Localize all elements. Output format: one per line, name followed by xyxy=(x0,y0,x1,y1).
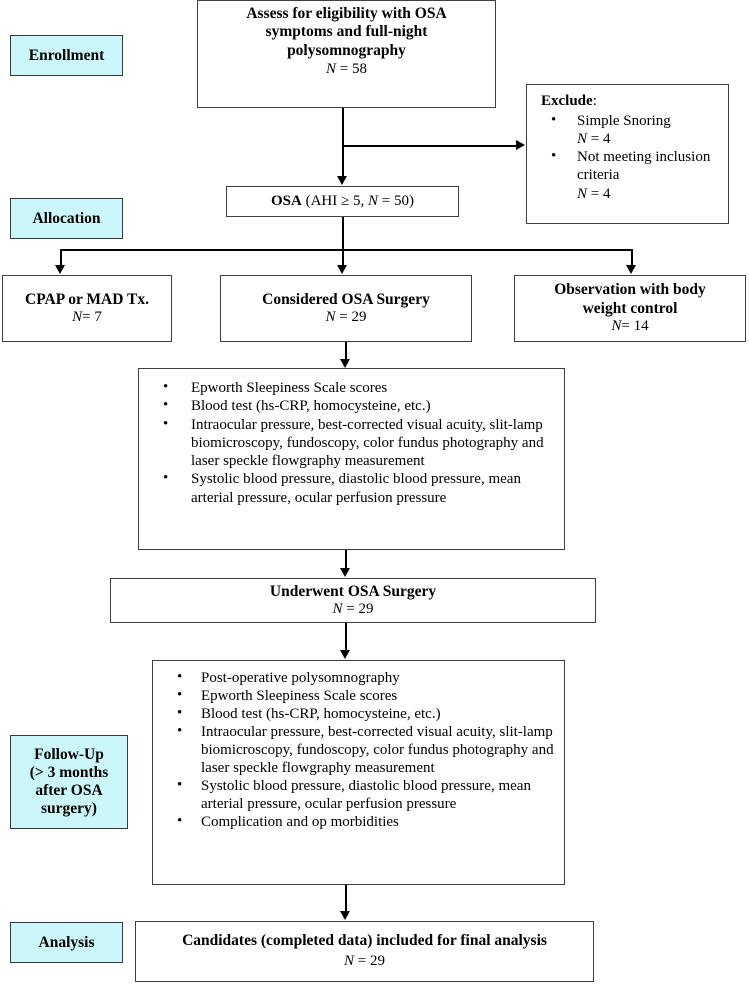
followup-measures-list: Post-operative polysomnography Epworth S… xyxy=(153,668,564,831)
exclude-item-1-n-value: = 4 xyxy=(587,185,611,202)
node-observation-n-symbol: N xyxy=(611,318,622,334)
connector-underwent-to-followup xyxy=(345,623,347,651)
node-underwent-surgery: Underwent OSA Surgery N = 29 xyxy=(110,578,596,623)
arrowhead-assess-to-exclude xyxy=(516,139,525,150)
list-item: Complication and op morbidities xyxy=(153,812,564,831)
node-considered-n: N = 29 xyxy=(326,309,367,327)
arrowhead-bus-to-observation xyxy=(626,265,636,274)
node-final-title: Candidates (completed data) included for… xyxy=(182,932,547,950)
node-final-n: N = 29 xyxy=(344,953,385,971)
node-osa-text: OSA (AHI ≥ 5, N = 50) xyxy=(271,193,414,211)
node-exclude: Exclude: Simple Snoring N = 4 Not meetin… xyxy=(526,84,729,224)
exclude-item-1-n-symbol: N xyxy=(577,185,588,202)
arrowhead-followup-to-final xyxy=(340,911,350,920)
node-final-n-value: = 29 xyxy=(354,953,385,970)
connector-baseline-to-underwent xyxy=(345,550,347,569)
node-final-analysis: Candidates (completed data) included for… xyxy=(135,921,594,982)
arrowhead-considered-to-baseline xyxy=(340,359,350,368)
node-cpap-n-symbol: N xyxy=(72,308,83,325)
list-item: Systolic blood pressure, diastolic blood… xyxy=(139,469,564,507)
node-considered-title: Considered OSA Surgery xyxy=(262,290,430,308)
node-osa-criteria: (AHI ≥ 5, xyxy=(301,192,368,209)
node-assess-n-symbol: N xyxy=(326,60,337,77)
node-considered-surgery: Considered OSA Surgery N = 29 xyxy=(220,275,472,342)
node-assess-eligibility: Assess for eligibility with OSA symptoms… xyxy=(197,0,496,108)
stage-label-followup: Follow-Up (> 3 months after OSA surgery) xyxy=(10,735,128,829)
stage-label-analysis-text: Analysis xyxy=(38,933,95,951)
node-observation-n: N= 14 xyxy=(611,318,648,336)
baseline-measures-list: Epworth Sleepiness Scale scores Blood te… xyxy=(139,378,564,507)
connector-assess-to-exclude xyxy=(343,145,517,147)
list-item: Systolic blood pressure, diastolic blood… xyxy=(153,776,564,813)
exclude-item-1-text: Not meeting inclusion criteria xyxy=(577,149,711,184)
node-osa-label: OSA xyxy=(271,192,302,209)
node-cpap-n: N= 7 xyxy=(72,309,102,327)
node-considered-n-symbol: N xyxy=(325,308,336,325)
list-item: Epworth Sleepiness Scale scores xyxy=(139,378,564,397)
arrowhead-underwent-to-followup xyxy=(340,650,350,659)
node-baseline-measures: Epworth Sleepiness Scale scores Blood te… xyxy=(138,368,565,550)
node-underwent-title: Underwent OSA Surgery xyxy=(269,582,437,600)
connector-followup-to-final xyxy=(345,885,347,912)
node-exclude-title-colon: : xyxy=(592,93,597,109)
list-item: Post-operative polysomnography xyxy=(153,668,564,687)
arrowhead-assess-to-osa xyxy=(337,176,347,185)
arrowhead-bus-to-cpap xyxy=(55,265,65,274)
node-final-n-symbol: N xyxy=(344,953,355,970)
node-cpap-n-value: = 7 xyxy=(82,308,102,325)
list-item: Intraocular pressure, best-corrected vis… xyxy=(139,415,564,471)
list-item: Not meeting inclusion criteria N = 4 xyxy=(527,147,728,203)
node-observation: Observation with body weight control N= … xyxy=(514,275,746,342)
list-item: Blood test (hs-CRP, homocysteine, etc.) xyxy=(139,396,564,415)
node-exclude-title-text: Exclude xyxy=(541,93,593,109)
node-cpap-title: CPAP or MAD Tx. xyxy=(25,290,149,308)
node-underwent-n: N = 29 xyxy=(333,601,374,619)
stage-label-allocation-text: Allocation xyxy=(32,209,101,227)
stage-label-allocation: Allocation xyxy=(10,198,123,239)
connector-bus-to-observation xyxy=(631,249,633,266)
list-item: Blood test (hs-CRP, homocysteine, etc.) xyxy=(153,704,564,723)
node-underwent-n-symbol: N xyxy=(332,600,343,617)
list-item: Epworth Sleepiness Scale scores xyxy=(153,686,564,705)
node-assess-n-value: = 58 xyxy=(336,60,367,77)
stage-label-enrollment-text: Enrollment xyxy=(28,46,105,64)
node-observation-title: Observation with body weight control xyxy=(554,281,706,317)
stage-label-analysis: Analysis xyxy=(10,922,123,963)
connector-osa-to-bus xyxy=(342,217,344,250)
exclude-item-0-text: Simple Snoring xyxy=(577,112,671,129)
node-assess-title: Assess for eligibility with OSA symptoms… xyxy=(246,5,447,59)
node-osa-n-value: = 50) xyxy=(378,192,414,209)
arrowhead-bus-to-considered xyxy=(337,265,347,274)
exclude-item-0-n-symbol: N xyxy=(577,130,588,147)
node-underwent-n-value: = 29 xyxy=(342,600,374,617)
node-followup-measures: Post-operative polysomnography Epworth S… xyxy=(152,660,565,885)
stage-label-followup-text: Follow-Up (> 3 months after OSA surgery) xyxy=(29,746,109,817)
connector-bus-to-considered xyxy=(342,249,344,266)
connector-assess-to-osa xyxy=(342,108,344,176)
connector-considered-to-baseline xyxy=(345,342,347,360)
node-observation-n-value: = 14 xyxy=(621,318,649,334)
list-item: Simple Snoring N = 4 xyxy=(527,111,728,149)
node-assess-n: N = 58 xyxy=(326,61,367,79)
stage-label-enrollment: Enrollment xyxy=(10,35,123,76)
exclude-item-0-n-value: = 4 xyxy=(587,130,611,147)
node-cpap-mad: CPAP or MAD Tx. N= 7 xyxy=(2,275,172,342)
node-osa-n-symbol: N xyxy=(368,192,379,209)
arrowhead-baseline-to-underwent xyxy=(340,568,350,577)
list-item: Intraocular pressure, best-corrected vis… xyxy=(153,722,564,777)
connector-bus-to-cpap xyxy=(60,249,62,266)
connector-allocation-bus xyxy=(60,249,633,251)
node-osa: OSA (AHI ≥ 5, N = 50) xyxy=(226,186,459,217)
node-considered-n-value: = 29 xyxy=(335,308,367,325)
node-exclude-list: Simple Snoring N = 4 Not meeting inclusi… xyxy=(527,111,728,203)
node-exclude-title: Exclude: xyxy=(527,93,597,111)
